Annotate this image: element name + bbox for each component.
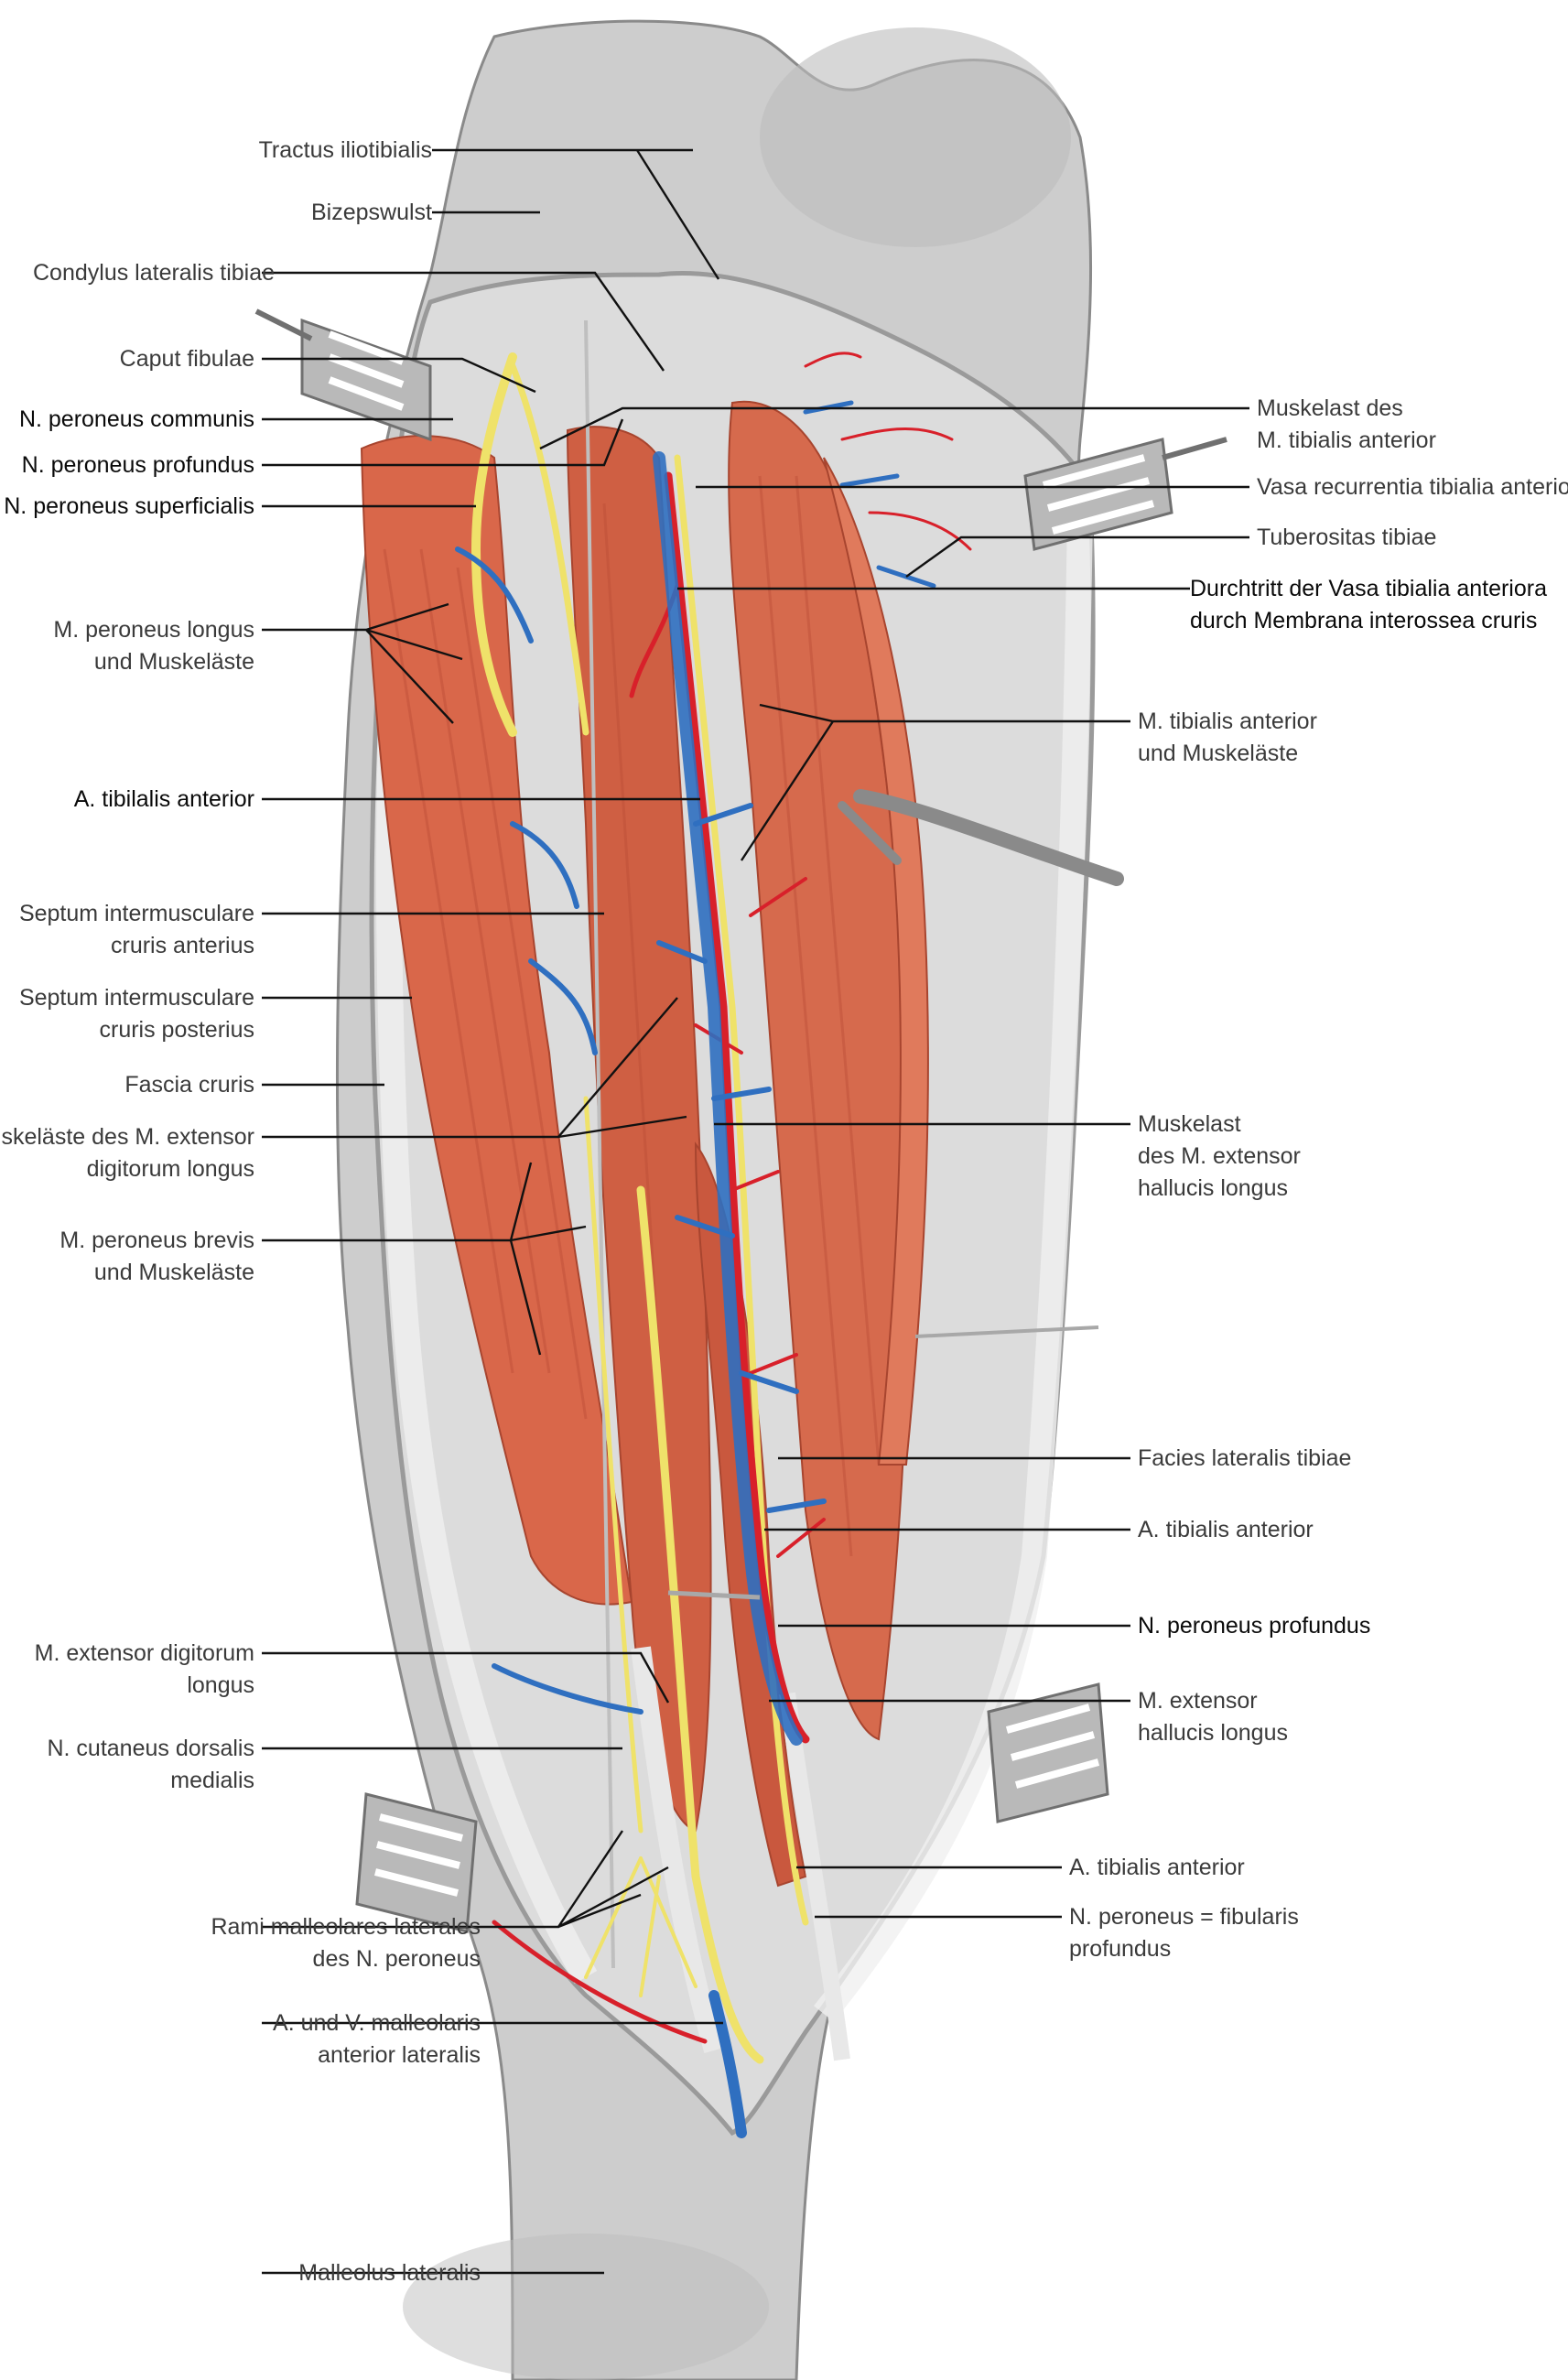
label-text: Caput fibulae: [119, 346, 254, 372]
label-text: Durchtritt der Vasa tibialia anteriora: [1190, 576, 1547, 601]
label-n-peroneus-fibularis-profundus: N. peroneus = fibularis profundus: [1069, 1901, 1299, 1965]
label-text: A. und V. malleolaris: [273, 2010, 481, 2036]
label-text: M. extensor digitorum: [34, 1640, 254, 1666]
label-text: medialis: [170, 1768, 254, 1793]
label-text: durch Membrana interossea cruris: [1190, 608, 1538, 633]
label-m-tibialis-anterior: M. tibialis anterior und Muskeläste: [1138, 706, 1317, 770]
label-text: Muskelast: [1138, 1111, 1241, 1137]
label-muskelaeste-edl: Muskeläste des M. extensor digitorum long…: [0, 1121, 254, 1185]
label-text: N. peroneus superficialis: [4, 493, 254, 519]
label-text: A. tibilalis anterior: [73, 786, 254, 812]
forceps-icon: [838, 789, 1124, 886]
label-text: Septum intermusculare: [18, 985, 254, 1011]
label-vasa-recurrentia: Vasa recurrentia tibialia anteriora: [1257, 471, 1568, 503]
label-text: M. tibialis anterior: [1138, 709, 1317, 734]
label-muskelast-tibialis-anterior: Muskelast des M. tibialis anterior: [1257, 393, 1436, 457]
label-text: Muskeläste des M. extensor: [0, 1124, 254, 1150]
label-text: hallucis longus: [1138, 1175, 1288, 1201]
label-facies-lateralis-tibiae: Facies lateralis tibiae: [1138, 1443, 1351, 1475]
label-text: Malleolus lateralis: [298, 2260, 481, 2286]
nerves: [470, 352, 809, 2064]
label-text: M. extensor: [1138, 1688, 1258, 1714]
label-text: longus: [187, 1672, 254, 1698]
label-text: des N. peroneus: [312, 1946, 481, 1972]
tendons: [584, 319, 850, 2061]
label-text: und Muskeläste: [1138, 741, 1299, 766]
label-text: Facies lateralis tibiae: [1138, 1445, 1352, 1471]
label-septum-anterius: Septum intermusculare cruris anterius: [19, 898, 254, 962]
label-text: Rami malleolares laterales: [211, 1914, 481, 1940]
label-text: Bizepswulst: [311, 200, 432, 225]
label-text: Septum intermusculare: [18, 901, 254, 926]
label-m-peroneus-longus: M. peroneus longus und Muskeläste: [53, 614, 254, 678]
label-tuberositas-tibiae: Tuberositas tibiae: [1257, 522, 1436, 554]
label-a-v-malleolaris: A. und V. malleolaris anterior lateralis: [273, 2007, 481, 2072]
label-text: Condylus lateralis tibiae: [33, 260, 276, 286]
label-text: A. tibialis anterior: [1138, 1517, 1314, 1542]
label-n-peroneus-communis: N. peroneus communis: [19, 404, 254, 436]
label-text: des M. extensor: [1138, 1143, 1301, 1169]
leader-lines: [262, 148, 1249, 2275]
label-septum-posterius: Septum intermusculare cruris posterius: [19, 982, 254, 1046]
label-text: hallucis longus: [1138, 1720, 1288, 1746]
label-text: cruris anterius: [111, 933, 254, 958]
label-text: M. tibialis anterior: [1257, 427, 1436, 453]
label-text: Fascia cruris: [124, 1072, 254, 1098]
label-a-tibialis-anterior-low: A. tibialis anterior: [1069, 1852, 1245, 1884]
label-caput-fibulae: Caput fibulae: [120, 343, 254, 375]
label-fascia-cruris: Fascia cruris: [124, 1069, 254, 1101]
label-bizepswulst: Bizepswulst: [311, 197, 432, 229]
label-text: cruris posterius: [99, 1017, 255, 1043]
label-muskelast-ehl: Muskelast des M. extensor hallucis longus: [1138, 1109, 1301, 1205]
label-m-extensor-digitorum-longus: M. extensor digitorum longus: [35, 1638, 254, 1702]
retractor-icon: [987, 1682, 1109, 1823]
muscles: [360, 400, 929, 1888]
label-malleolus-lateralis: Malleolus lateralis: [298, 2257, 481, 2289]
label-condylus-lateralis-tibiae: Condylus lateralis tibiae: [33, 257, 275, 289]
label-durchtritt-vasa: Durchtritt der Vasa tibialia anteriora du…: [1190, 573, 1547, 637]
label-text: und Muskeläste: [93, 1260, 254, 1285]
label-n-cutaneus-dorsalis-medialis: N. cutaneus dorsalis medialis: [47, 1733, 254, 1797]
label-text: M. peroneus longus: [53, 617, 254, 643]
label-text: profundus: [1069, 1936, 1172, 1962]
label-rami-malleolares-laterales: Rami malleolares laterales des N. peroneu…: [211, 1911, 481, 1975]
veins: [455, 400, 936, 2138]
label-text: N. peroneus communis: [18, 406, 254, 432]
label-n-peroneus-profundus-top: N. peroneus profundus: [22, 449, 254, 481]
label-text: A. tibialis anterior: [1069, 1855, 1245, 1880]
retractor-icon: [355, 1792, 478, 1933]
label-text: N. peroneus profundus: [21, 452, 254, 478]
label-text: anterior lateralis: [318, 2042, 481, 2068]
label-m-extensor-hallucis-longus: M. extensor hallucis longus: [1138, 1685, 1288, 1749]
label-n-peroneus-profundus-mid: N. peroneus profundus: [1138, 1610, 1370, 1642]
label-a-tibilalis-anterior: A. tibilalis anterior: [74, 784, 254, 816]
label-tractus-iliotibialis: Tractus iliotibialis: [259, 135, 432, 167]
label-text: Tractus iliotibialis: [258, 137, 432, 163]
label-m-peroneus-brevis: M. peroneus brevis und Muskeläste: [59, 1225, 254, 1289]
label-text: N. peroneus profundus: [1138, 1613, 1371, 1639]
label-text: Tuberositas tibiae: [1257, 525, 1437, 550]
retractor-icon: [254, 308, 432, 442]
label-text: Muskelast des: [1257, 395, 1403, 421]
label-a-tibialis-anterior-mid: A. tibialis anterior: [1138, 1514, 1314, 1546]
label-text: M. peroneus brevis: [59, 1228, 254, 1253]
label-n-peroneus-superficialis: N. peroneus superficialis: [4, 491, 254, 523]
label-text: N. cutaneus dorsalis: [47, 1736, 254, 1761]
label-text: digitorum longus: [86, 1156, 254, 1182]
label-text: Vasa recurrentia tibialia anteriora: [1257, 474, 1568, 500]
label-text: und Muskeläste: [93, 649, 254, 675]
retractor-icon: [1023, 437, 1227, 551]
label-text: N. peroneus = fibularis: [1069, 1904, 1299, 1930]
forceps-icon: [667, 1325, 1099, 1600]
